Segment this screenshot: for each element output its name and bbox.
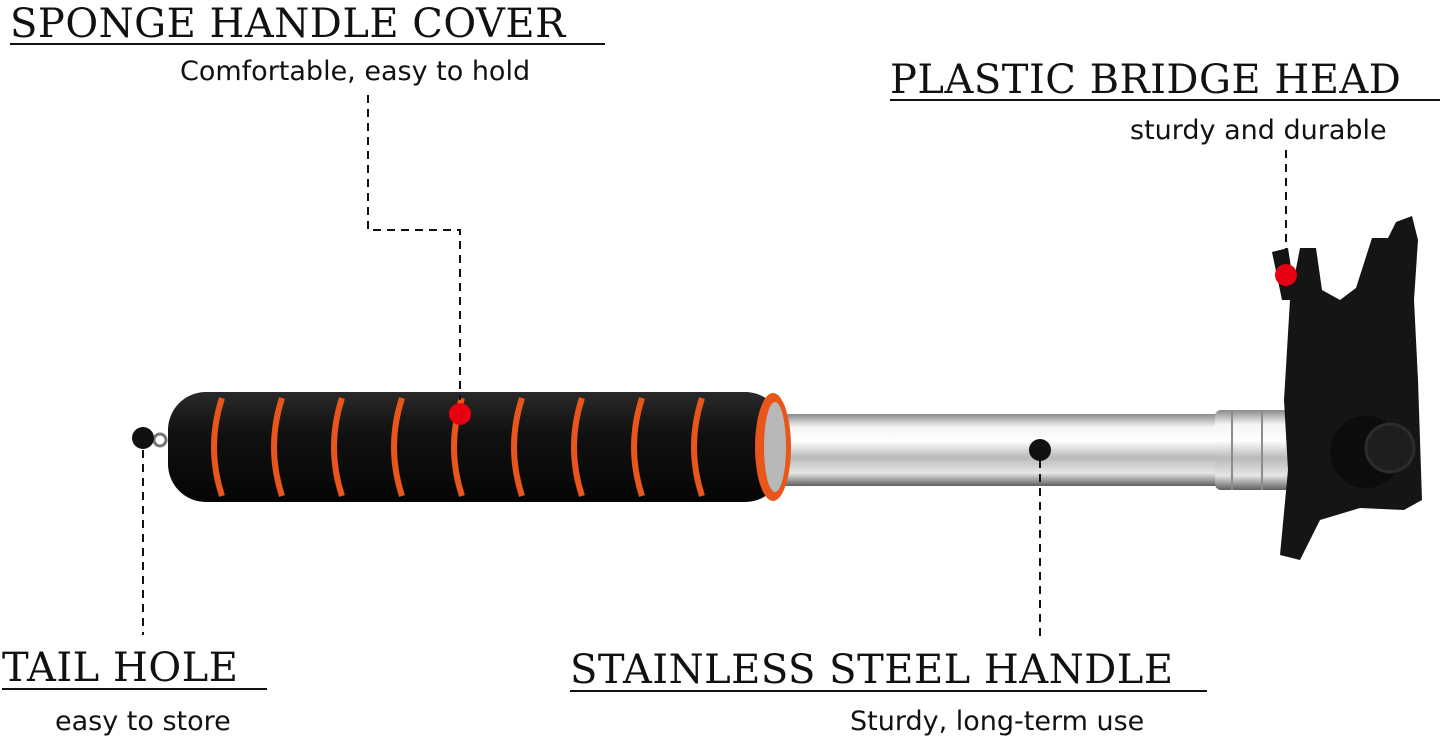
leader-lines [142, 95, 1287, 640]
steel-title: STAINLESS STEEL HANDLE [570, 647, 1174, 693]
tail-marker-dot [132, 427, 154, 449]
sponge-marker-dot [449, 403, 471, 425]
sponge-leader-line [367, 95, 461, 400]
bridge-head [1272, 216, 1422, 560]
sponge-title: SPONGE HANDLE COVER [10, 1, 566, 47]
bridge-marker-dot [1275, 264, 1297, 286]
steel-subtitle: Sturdy, long-term use [850, 706, 1145, 737]
bridge-title: PLASTIC BRIDGE HEAD [890, 57, 1402, 103]
tail-subtitle: easy to store [55, 706, 231, 737]
tail-title: TAIL HOLE [2, 645, 239, 691]
sponge-handle [152, 392, 791, 502]
bridge-subtitle: sturdy and durable [1130, 115, 1387, 146]
bridge-title-underline [890, 99, 1440, 101]
steel-marker-dot [1029, 439, 1051, 461]
tail-title-underline [2, 688, 267, 690]
steel-title-underline [570, 690, 1207, 692]
sponge-subtitle: Comfortable, easy to hold [180, 56, 531, 87]
sponge-title-underline [10, 43, 605, 45]
